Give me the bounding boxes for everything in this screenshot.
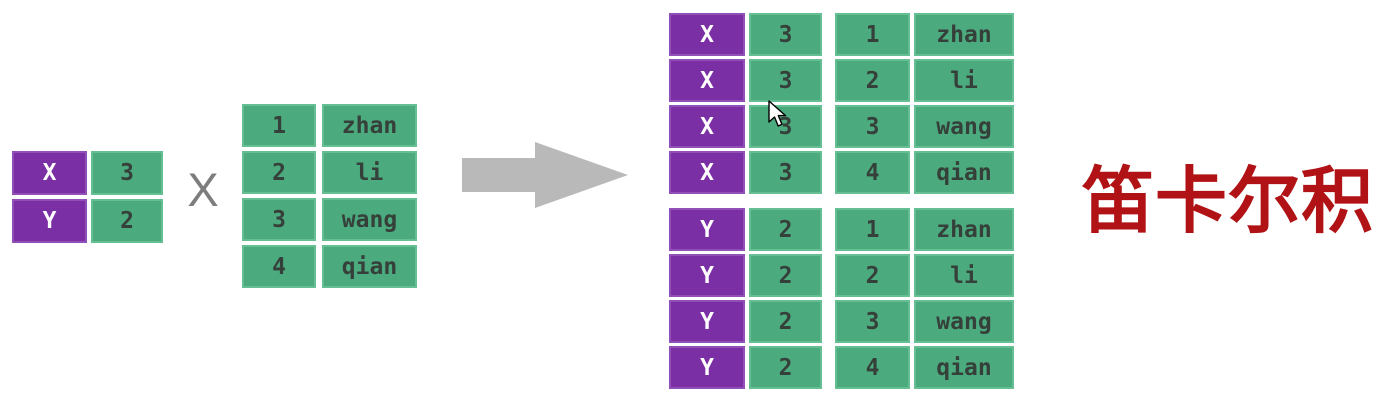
mouse-cursor-icon [768, 100, 787, 127]
left-operand-table: X 3 Y 2 [12, 151, 163, 243]
table-cell: 1 [242, 104, 316, 147]
table-cell: Y [669, 346, 745, 389]
table-cell: 2 [835, 254, 910, 297]
table-cell: X [669, 13, 745, 56]
table-cell: 1 [835, 13, 910, 56]
table-cell: 3 [749, 105, 822, 148]
table-cell: 4 [835, 151, 910, 194]
table-cell: 2 [749, 254, 822, 297]
right-operand-table: 1 zhan 2 li 3 wang 4 qian [242, 104, 417, 288]
table-cell: 3 [749, 59, 822, 102]
table-cell: 4 [242, 245, 316, 288]
table-cell: Y [669, 208, 745, 251]
table-cell: wang [914, 300, 1014, 343]
table-cell: 2 [749, 300, 822, 343]
multiply-symbol: X [187, 162, 219, 216]
table-cell: 4 [835, 346, 910, 389]
table-cell: 2 [749, 208, 822, 251]
table-cell: X [669, 105, 745, 148]
table-cell: qian [914, 346, 1014, 389]
table-cell: 1 [835, 208, 910, 251]
table-cell: 2 [749, 346, 822, 389]
arrow-right-icon [462, 142, 628, 208]
table-cell: wang [322, 198, 417, 241]
table-cell: 2 [242, 151, 316, 194]
table-cell: X [669, 59, 745, 102]
table-cell: 2 [835, 59, 910, 102]
table-cell: li [914, 59, 1014, 102]
table-cell: 3 [835, 300, 910, 343]
result-table-x-keys: X 3 X 3 X 3 X 3 [669, 13, 822, 194]
table-cell: zhan [322, 104, 417, 147]
table-cell: qian [914, 151, 1014, 194]
table-cell: Y [12, 199, 87, 243]
table-cell: 2 [91, 199, 163, 243]
table-cell: li [322, 151, 417, 194]
table-cell: li [914, 254, 1014, 297]
result-table-x-values: 1 zhan 2 li 3 wang 4 qian [835, 13, 1014, 194]
table-cell: zhan [914, 208, 1014, 251]
table-cell: 3 [91, 151, 163, 195]
table-cell: Y [669, 300, 745, 343]
table-cell: 3 [242, 198, 316, 241]
table-cell: zhan [914, 13, 1014, 56]
table-cell: X [12, 151, 87, 195]
table-cell: X [669, 151, 745, 194]
result-table-y-values: 1 zhan 2 li 3 wang 4 qian [835, 208, 1014, 389]
table-cell: Y [669, 254, 745, 297]
table-cell: 3 [749, 13, 822, 56]
table-cell: wang [914, 105, 1014, 148]
result-table-y-keys: Y 2 Y 2 Y 2 Y 2 [669, 208, 822, 389]
table-cell: 3 [749, 151, 822, 194]
caption-cartesian-product: 笛卡尔积 [1082, 158, 1375, 243]
table-cell: qian [322, 245, 417, 288]
table-cell: 3 [835, 105, 910, 148]
